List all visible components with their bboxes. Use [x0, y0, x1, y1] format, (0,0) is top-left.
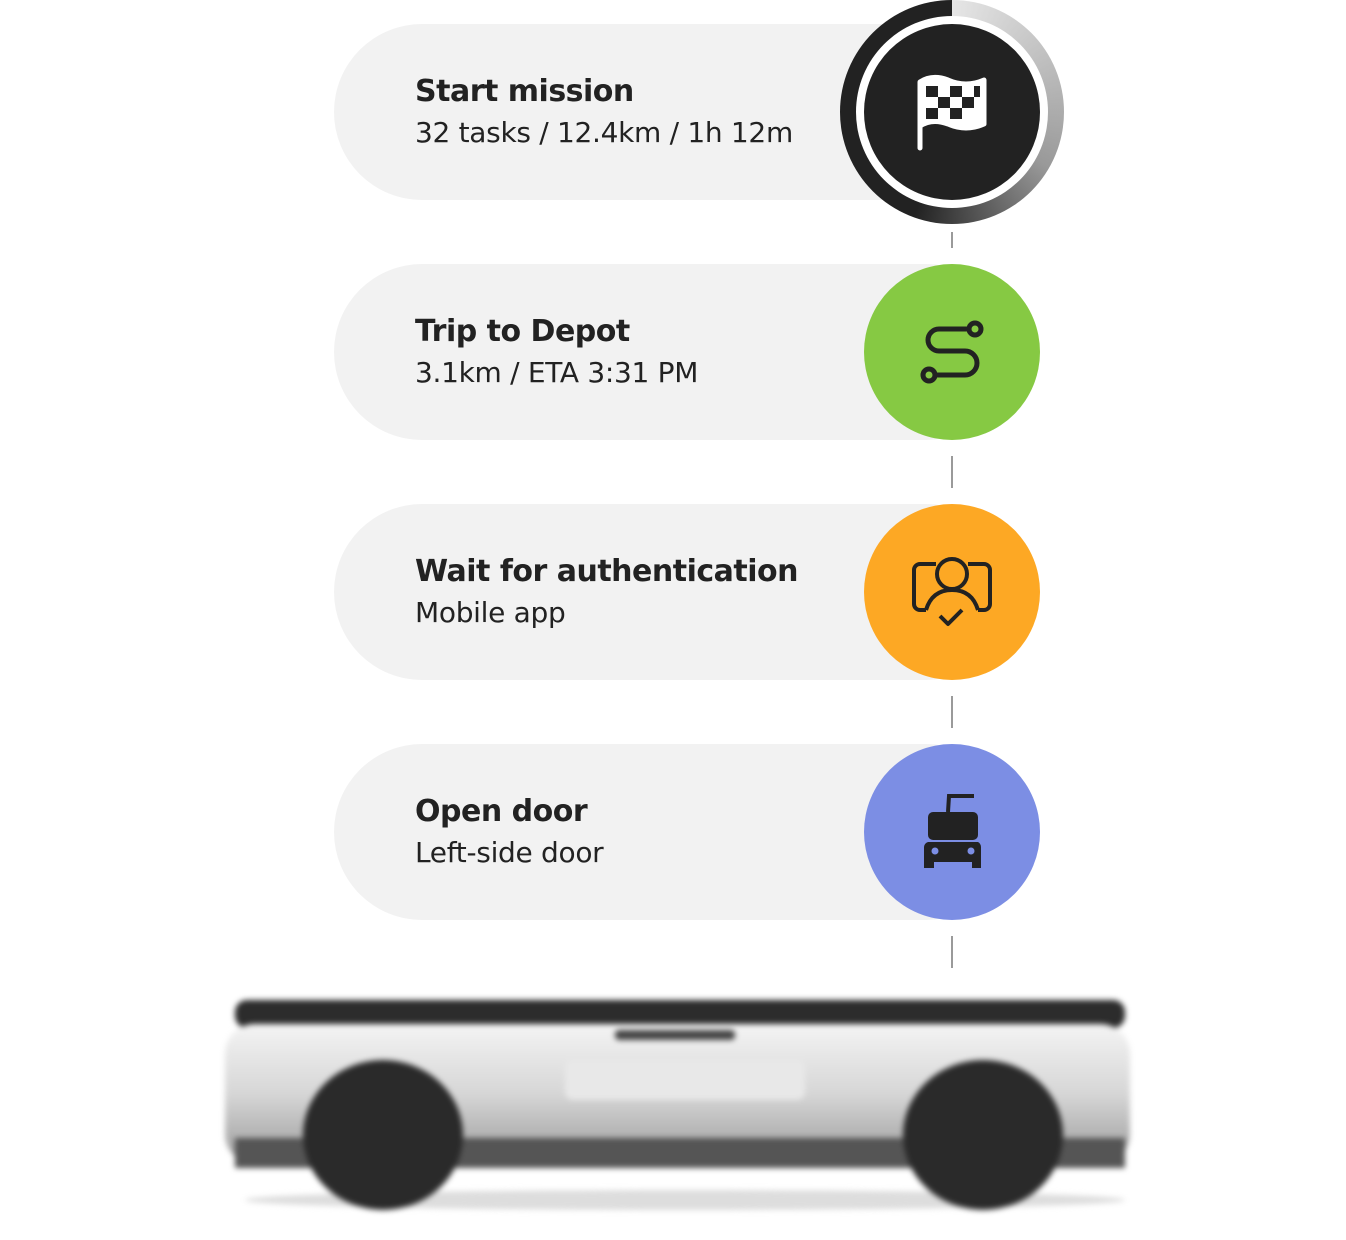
connector-line	[951, 696, 953, 728]
step-subtitle: Mobile app	[415, 596, 566, 629]
connector-line	[951, 456, 953, 488]
step-subtitle: Left-side door	[415, 836, 604, 869]
route-icon	[920, 320, 984, 384]
user-verify-icon	[912, 557, 992, 626]
step-icon-button[interactable]	[864, 744, 1040, 920]
step-title: Wait for authentication	[415, 554, 798, 589]
step-subtitle: 3.1km / ETA 3:31 PM	[415, 356, 699, 389]
step-title: Start mission	[415, 74, 634, 109]
step-subtitle: 32 tasks / 12.4km / 1h 12m	[415, 116, 793, 149]
robot-vehicle-icon	[924, 794, 981, 868]
connector-line	[951, 936, 953, 968]
checkered-flag-icon	[917, 74, 987, 151]
step-title: Open door	[415, 794, 588, 829]
step-icon-button[interactable]	[864, 264, 1040, 440]
delivery-robot-image	[225, 1000, 1130, 1210]
step-icon-button[interactable]	[864, 24, 1040, 200]
step-icon-button[interactable]	[864, 504, 1040, 680]
step-title: Trip to Depot	[415, 314, 630, 349]
connector-line	[951, 232, 953, 248]
